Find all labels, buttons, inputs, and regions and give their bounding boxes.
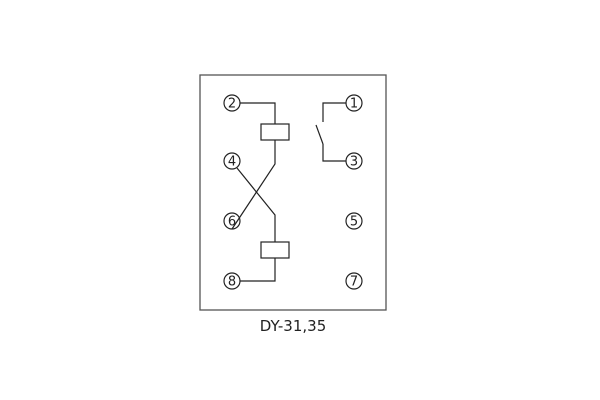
terminal-5-label: 5 <box>350 215 358 230</box>
wire-upper-coil-to-terminal-6 <box>231 140 276 230</box>
wire-terminal-1-to-contact <box>322 102 346 122</box>
terminal-4: 4 <box>223 152 241 170</box>
terminal-7-label: 7 <box>350 275 358 290</box>
terminal-8: 8 <box>223 272 241 290</box>
relay-base-outline <box>199 74 387 311</box>
terminal-7: 7 <box>345 272 363 290</box>
terminal-2: 2 <box>223 94 241 112</box>
terminal-4-label: 4 <box>228 155 236 170</box>
switch-contact-blade <box>315 124 324 145</box>
terminal-2-label: 2 <box>228 97 236 112</box>
wire-terminal-2-to-upper-coil <box>240 102 276 124</box>
terminal-3: 3 <box>345 152 363 170</box>
diagram-caption: DY-31,35 <box>259 317 327 335</box>
terminal-8-label: 8 <box>228 275 236 290</box>
wire-terminal-4-to-lower-coil <box>236 167 276 242</box>
wire-contact-to-terminal-3 <box>322 144 346 162</box>
terminal-5: 5 <box>345 212 363 230</box>
terminal-1-label: 1 <box>350 97 358 112</box>
lower-coil <box>260 241 290 259</box>
upper-coil <box>260 123 290 141</box>
terminal-6-label: 6 <box>228 215 236 230</box>
terminal-3-label: 3 <box>350 155 358 170</box>
terminal-1: 1 <box>345 94 363 112</box>
wire-lower-coil-to-terminal-8 <box>240 258 276 282</box>
